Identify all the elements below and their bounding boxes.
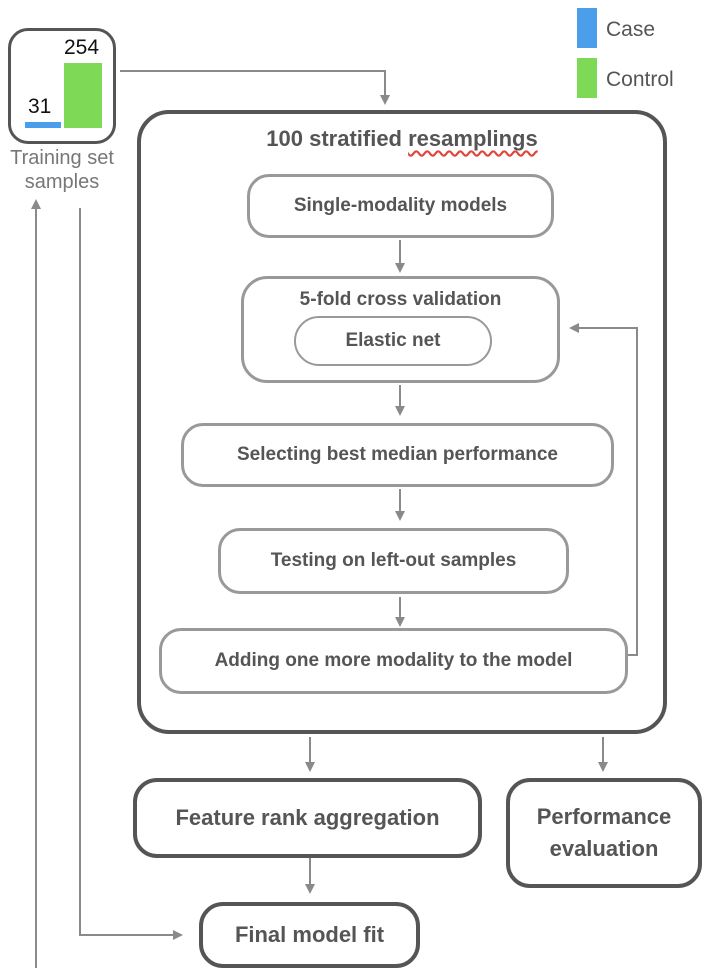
resampling-title-prefix: 100 stratified — [266, 126, 409, 151]
control-bar — [64, 63, 102, 128]
performance-label-line1: Performance — [536, 804, 672, 829]
feature-rank-label: Feature rank aggregation — [175, 805, 440, 830]
final-model-box: Final model fit — [199, 902, 420, 968]
legend-control-swatch — [577, 58, 597, 98]
arrow-feedback-loop — [569, 323, 638, 656]
performance-label-line2: evaluation — [549, 836, 659, 861]
resampling-title-word: resamplings — [408, 126, 538, 151]
control-count: 254 — [64, 36, 100, 59]
elastic-net-label: Elastic net — [345, 330, 441, 351]
testing-label: Testing on left-out samples — [270, 550, 517, 571]
legend-case-swatch — [577, 8, 597, 48]
arrow-training-to-resampling — [120, 70, 390, 105]
select-best-label: Selecting best median performance — [237, 444, 558, 465]
cross-validation-label: 5-fold cross validation — [299, 289, 502, 310]
feature-rank-box: Feature rank aggregation — [133, 778, 482, 858]
legend-control-label: Control — [606, 68, 674, 91]
training-set-label: Training set samples — [0, 146, 124, 194]
case-count: 31 — [28, 95, 52, 118]
elastic-net-box: Elastic net — [294, 316, 492, 366]
add-modality-box: Adding one more modality to the model — [159, 628, 628, 694]
single-modality-box: Single-modality models — [247, 174, 554, 238]
select-best-box: Selecting best median performance — [181, 423, 614, 487]
training-label-line1: Training set — [10, 147, 114, 169]
training-set-icon: 31 254 — [8, 28, 116, 144]
case-bar — [25, 122, 61, 128]
resampling-container — [137, 110, 667, 734]
testing-box: Testing on left-out samples — [218, 528, 569, 594]
performance-box: Performance evaluation — [506, 778, 702, 888]
resampling-title: 100 stratified resamplings — [137, 126, 667, 152]
final-model-label: Final model fit — [234, 922, 385, 947]
legend-case-label: Case — [606, 18, 656, 41]
arrow-training-to-final — [79, 208, 183, 940]
add-modality-label: Adding one more modality to the model — [214, 650, 573, 671]
single-modality-label: Single-modality models — [293, 195, 508, 216]
training-label-line2: samples — [24, 171, 100, 193]
